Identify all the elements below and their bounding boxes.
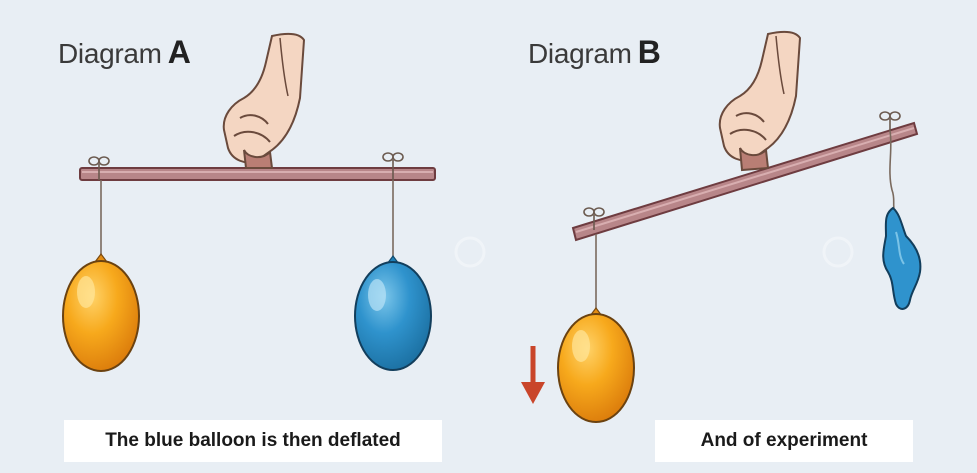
diagram-b-left-knot (583, 207, 605, 230)
diagram-b-right-knot (879, 111, 901, 131)
diagram-a-hand (222, 32, 306, 169)
diagram-a-caption: The blue balloon is then deflated (64, 420, 442, 462)
diagram-a-title-word: Diagram (58, 38, 162, 69)
watermark-marks (454, 236, 854, 268)
diagram-a-left-knot (88, 156, 110, 180)
diagram-b-hand (718, 30, 802, 172)
diagram-a-right-knot (382, 152, 404, 180)
diagram-b-caption: And of experiment (655, 420, 913, 462)
diagram-b-title-letter: B (637, 34, 661, 70)
diagram-b-stick (571, 121, 919, 242)
diagram-b-illustration (521, 30, 922, 423)
diagram-a-blue-balloon (354, 255, 432, 371)
diagram-b-orange-balloon (557, 307, 635, 423)
diagram-a-stick (79, 167, 436, 181)
diagram-a-title-letter: A (167, 34, 191, 70)
diagram-b-title-word: Diagram (528, 38, 632, 69)
diagram-b-right-string (889, 130, 895, 209)
diagram-b-deflated-blue-balloon (882, 206, 922, 310)
diagram-a-orange-balloon (62, 253, 140, 372)
diagram-a-illustration (62, 32, 436, 372)
down-arrow (521, 346, 545, 404)
